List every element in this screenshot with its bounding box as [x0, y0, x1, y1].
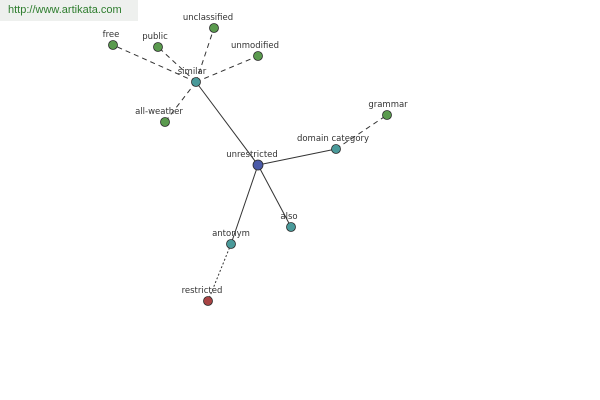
- edge-unrestricted-antonym: [230, 164, 259, 245]
- edge-unrestricted-similar: [195, 81, 259, 166]
- edge-unrestricted-also: [257, 164, 292, 228]
- node-label-unmodified[interactable]: unmodified: [231, 41, 279, 51]
- node-unrestricted[interactable]: [252, 159, 264, 171]
- labels-layer: unrestricted similar free public unclassifie…: [103, 13, 409, 296]
- node-also[interactable]: [286, 222, 296, 232]
- site-url-badge: http://www.artikata.com: [0, 0, 138, 21]
- node-grammar[interactable]: [382, 110, 392, 120]
- node-label-free[interactable]: free: [103, 30, 120, 40]
- nodes-layer: [108, 23, 392, 306]
- node-public[interactable]: [153, 42, 163, 52]
- node-label-unclassified[interactable]: unclassified: [183, 13, 233, 23]
- node-label-also[interactable]: also: [280, 212, 297, 222]
- node-label-all-weather[interactable]: all-weather: [135, 107, 183, 117]
- edge-unrestricted-domain-category: [257, 148, 337, 166]
- edge-similar-free: [112, 44, 197, 83]
- node-unmodified[interactable]: [253, 51, 263, 61]
- edge-domain-category-grammar: [335, 114, 388, 150]
- edge-similar-unmodified: [195, 55, 259, 83]
- node-label-domain-category[interactable]: domain category: [297, 134, 369, 144]
- node-unclassified[interactable]: [209, 23, 219, 33]
- node-similar[interactable]: [191, 77, 201, 87]
- edges-layer: [112, 27, 388, 302]
- node-free[interactable]: [108, 40, 118, 50]
- edge-similar-unclassified: [195, 27, 215, 83]
- site-url-link[interactable]: http://www.artikata.com: [8, 4, 122, 16]
- node-label-antonym[interactable]: antonym: [212, 229, 250, 239]
- node-all-weather[interactable]: [160, 117, 170, 127]
- node-label-public[interactable]: public: [142, 32, 168, 42]
- node-label-similar[interactable]: similar: [178, 67, 207, 77]
- node-label-unrestricted[interactable]: unrestricted: [226, 150, 278, 160]
- node-antonym[interactable]: [226, 239, 236, 249]
- node-label-grammar[interactable]: grammar: [368, 100, 408, 110]
- node-label-restricted[interactable]: restricted: [182, 286, 223, 296]
- node-restricted[interactable]: [203, 296, 213, 306]
- node-domain-category[interactable]: [331, 144, 341, 154]
